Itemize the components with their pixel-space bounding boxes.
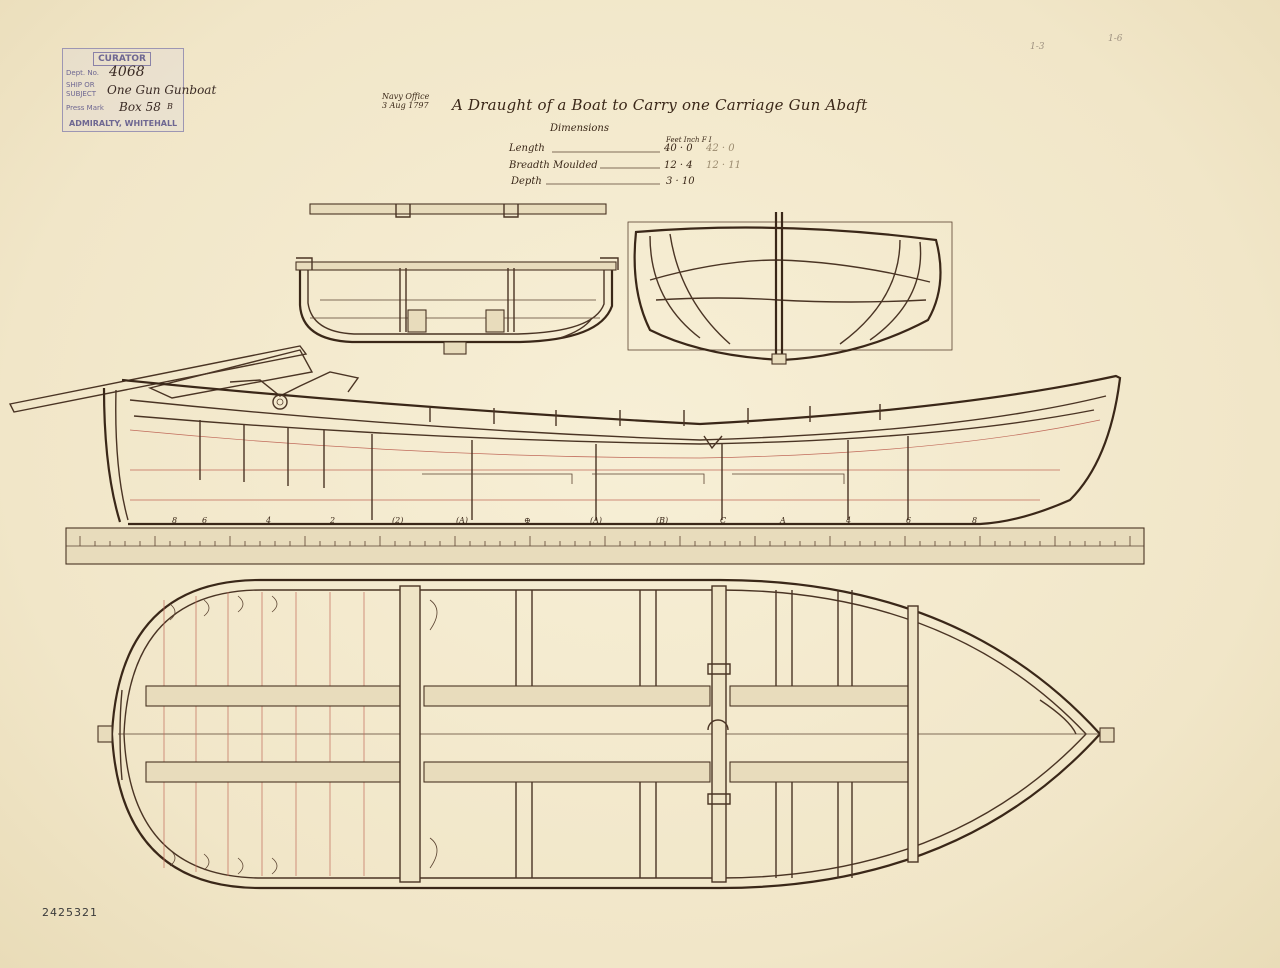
stamp-header: CURATOR xyxy=(93,52,151,66)
dimension-value: 40 · 0 xyxy=(664,143,693,154)
station-marks: 8 6 4 2 (2) (A) ⊕ (A) (B) C A 4 6 8 xyxy=(172,516,977,525)
station-mark: ⊕ xyxy=(524,516,531,525)
corner-pencil-mark: 1-6 xyxy=(1108,34,1123,44)
sweep-oars xyxy=(8,345,360,413)
station-mark: (2) xyxy=(392,516,403,525)
stamp-footer: ADMIRALTY, WHITEHALL xyxy=(69,119,178,128)
station-mark: 4 xyxy=(845,516,851,525)
dimensions-heading: Dimensions xyxy=(550,123,609,134)
office-note-line: Navy Office xyxy=(382,92,430,101)
dimension-value: 3 · 10 xyxy=(666,176,695,187)
corner-pencil-mark: 1-3 xyxy=(1030,42,1045,52)
dimension-alt-value: 42 · 0 xyxy=(706,143,735,154)
scale-bar xyxy=(65,527,1145,565)
stamp-subject: One Gun Gunboat xyxy=(107,83,217,97)
station-mark: (A) xyxy=(456,516,468,525)
station-mark: (B) xyxy=(656,516,668,525)
station-mark: 8 xyxy=(172,516,177,525)
station-mark: C xyxy=(720,516,726,525)
office-note: Navy Office 3 Aug 1797 xyxy=(382,92,429,110)
station-mark: 2 xyxy=(329,516,335,525)
station-mark: 6 xyxy=(202,516,207,525)
dimension-value: 12 · 4 xyxy=(664,160,693,171)
stamp-row-label: Press Mark xyxy=(66,104,104,112)
half-breadth-plan xyxy=(97,578,1115,890)
dimension-label: Depth xyxy=(511,176,542,187)
scale-ticks xyxy=(79,536,1131,546)
deck-beam-detail xyxy=(309,203,607,218)
curator-stamp: CURATOR Dept. No. SHIP OR SUBJECT Press … xyxy=(62,48,216,132)
station-mark: 6 xyxy=(906,516,911,525)
body-plan xyxy=(627,212,953,365)
station-mark: 4 xyxy=(265,516,271,525)
stamp-row-label: SHIP OR xyxy=(66,81,95,89)
dimension-alt-value: 12 · 11 xyxy=(706,160,741,171)
station-mark: A xyxy=(779,516,786,525)
dimension-label: Breadth Moulded xyxy=(509,160,598,171)
stamp-press-suffix: B xyxy=(167,102,173,111)
office-note-line: 3 Aug 1797 xyxy=(382,101,429,110)
side-benches xyxy=(422,473,845,484)
stamp-dept-number: 4068 xyxy=(109,64,145,80)
reference-number: 2425321 xyxy=(42,906,98,919)
frame-lines xyxy=(163,592,365,876)
thwart-stanchions xyxy=(199,420,909,520)
station-mark: (A) xyxy=(590,516,602,525)
stamp-press-mark: Box 58 xyxy=(119,100,161,114)
cross-thwarts xyxy=(399,585,919,883)
dimensions-column-heads: Feet Inch F I xyxy=(666,136,712,144)
thole-pins xyxy=(429,404,881,426)
drawing-title: A Draught of a Boat to Carry one Carriag… xyxy=(452,96,868,114)
midship-section xyxy=(295,257,619,355)
knee-marks xyxy=(169,595,438,875)
sheer-plan-profile xyxy=(102,374,1122,526)
stamp-row-label: Dept. No. xyxy=(66,69,99,77)
dimension-label: Length xyxy=(509,143,545,154)
dimension-leaders xyxy=(546,151,660,185)
station-mark: 8 xyxy=(972,516,977,525)
stamp-row-label: SUBJECT xyxy=(66,90,97,98)
